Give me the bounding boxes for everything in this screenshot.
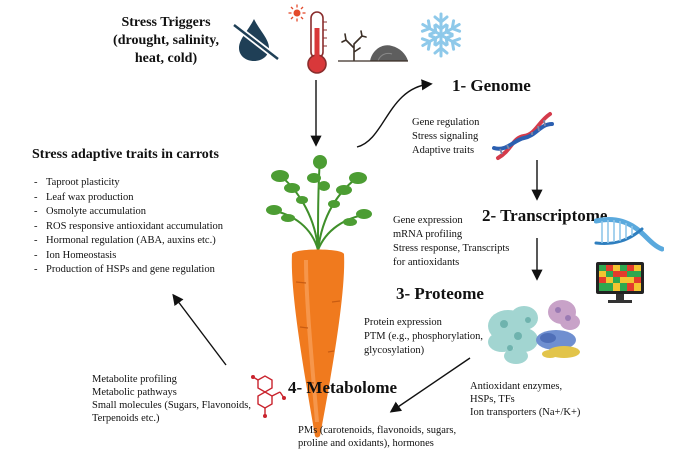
genome-title: 1- Genome — [452, 76, 531, 95]
protein-structure-icon — [488, 300, 580, 364]
metabolome-title: 4- Metabolome — [288, 378, 398, 397]
adaptive-traits-list: Taproot plasticity Leaf wax production O… — [34, 176, 223, 278]
arrow-proteome-to-metabolome — [389, 357, 471, 413]
metabolome-products: PMs (carotenoids, flavonoids, sugars,pro… — [298, 425, 457, 449]
drought-drop-icon — [232, 19, 280, 62]
dna-icon — [492, 112, 554, 160]
list-item: Taproot plasticity — [34, 176, 223, 191]
list-item: Osmolyte accumulation — [34, 205, 223, 220]
dry-tree-rock-icon — [338, 30, 408, 62]
stress-triggers-label: Stress Triggers(drought, salinity,heat, … — [113, 15, 219, 66]
list-item: Ion Homeostasis — [34, 249, 223, 264]
list-item: Hormonal regulation (ABA, auxins etc.) — [34, 234, 223, 249]
carrot-icon — [266, 155, 372, 438]
sun-icon — [288, 4, 306, 22]
thermometer-icon — [307, 11, 327, 74]
list-item: Leaf wax production — [34, 191, 223, 206]
arrow-metabolome-to-traits — [172, 293, 227, 366]
proteome-title: 3- Proteome — [396, 284, 484, 303]
adaptive-traits-title: Stress adaptive traits in carrots — [32, 147, 219, 162]
transcriptome-title: 2- Transcriptome — [482, 206, 608, 225]
list-item: Production of HSPs and gene regulation — [34, 263, 223, 278]
heatmap-monitor-icon — [596, 262, 644, 303]
arrow-carrot-to-genome — [356, 79, 433, 148]
molecule-icon — [251, 375, 286, 418]
snowflake-icon — [418, 12, 464, 58]
list-item: ROS responsive antioxidant accumulation — [34, 220, 223, 235]
rna-strand-icon — [594, 217, 664, 252]
